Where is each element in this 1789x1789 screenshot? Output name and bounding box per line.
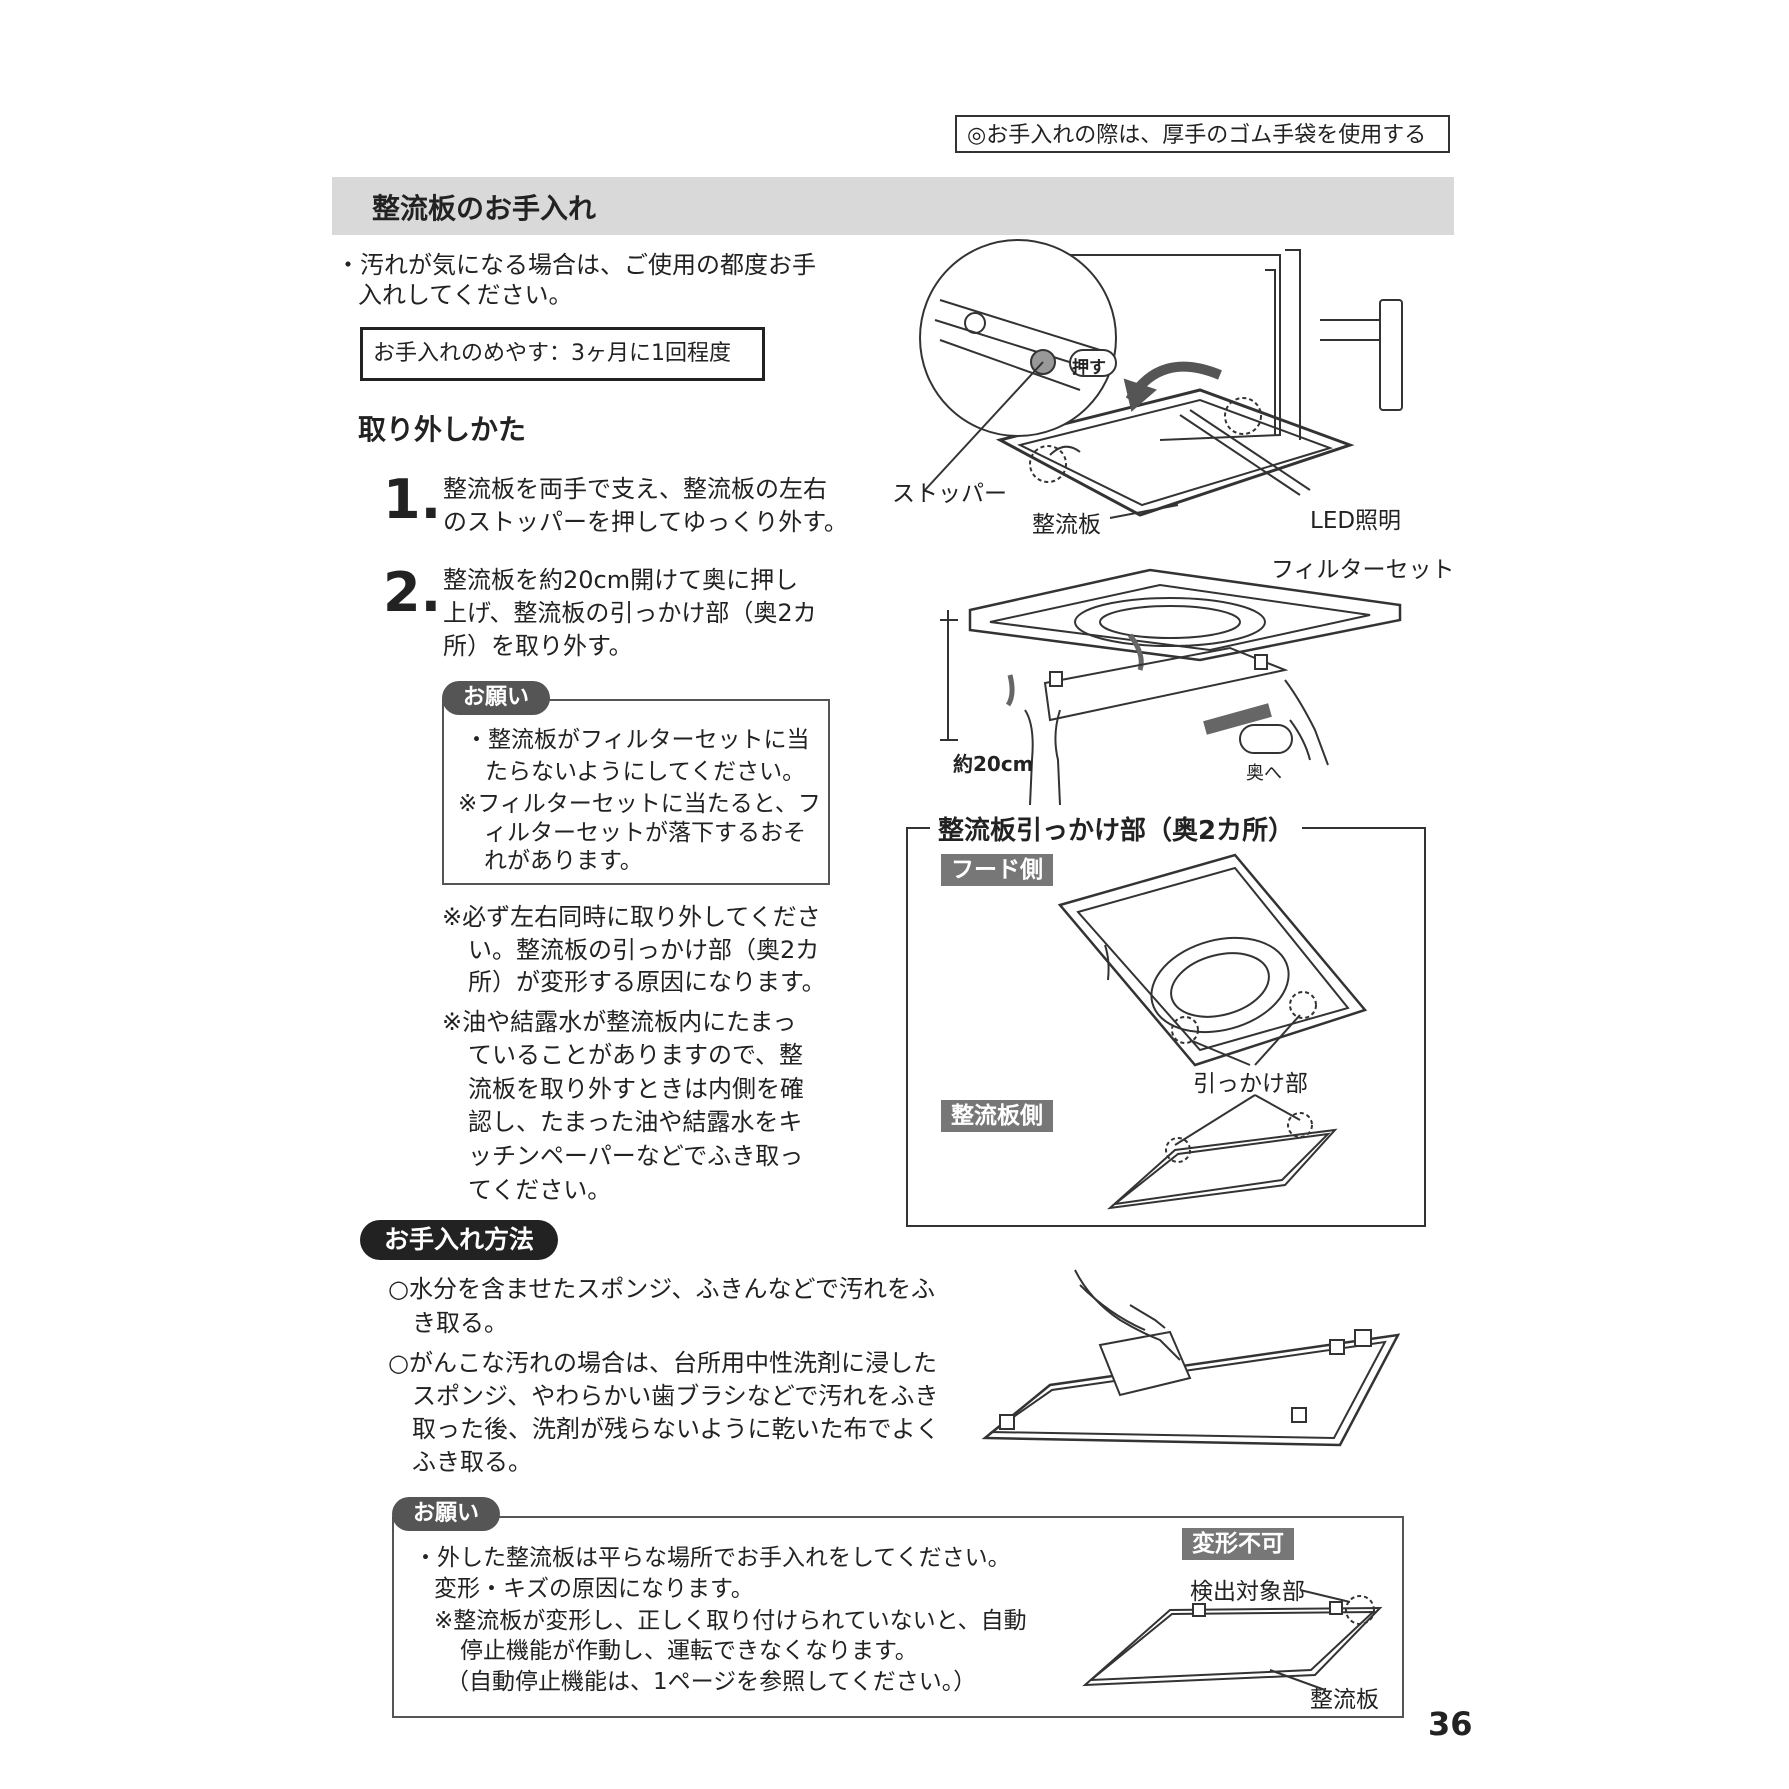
section-header-bar xyxy=(332,177,1454,235)
detect-part-label: 検出対象部 xyxy=(1190,1579,1305,1605)
page-number: 36 xyxy=(1428,1705,1473,1743)
hood-side-label: フード側 xyxy=(941,854,1053,886)
step2-line-3: 所）を取り外す。 xyxy=(443,632,633,660)
figure-no-deform xyxy=(1082,1589,1383,1691)
figure-wiping xyxy=(981,1269,1401,1447)
request-box-2 xyxy=(392,1516,1404,1718)
note-b-line-4: 認し、たまった油や結露水をキ xyxy=(468,1108,803,1136)
care-line-4: スポンジ、やわらかい歯ブラシなどで汚れをふき xyxy=(412,1382,939,1410)
stopper-label: ストッパー xyxy=(892,481,1007,507)
request1-line-1: ・整流板がフィルターセットに当 xyxy=(465,727,810,753)
note-a-line-1: ※必ず左右同時に取り外してくださ xyxy=(442,903,821,931)
request2-line-2: 変形・キズの原因になります。 xyxy=(434,1576,754,1602)
request-badge-1: お願い xyxy=(442,681,550,715)
request1-line-5: れがあります。 xyxy=(484,848,643,874)
no-deform-label: 変形不可 xyxy=(1182,1528,1294,1560)
step1-line-2: のストッパーを押してゆっくり外す。 xyxy=(443,508,848,536)
figure-hood-side xyxy=(1057,853,1368,1067)
glove-note: ◎お手入れの際は、厚手のゴム手袋を使用する xyxy=(955,115,1450,153)
request1-line-3: ※フィルターセットに当たると、フ xyxy=(458,791,821,817)
care-line-5: 取った後、洗剤が残らないように乾いた布でよく xyxy=(412,1415,940,1443)
filter-set-label: フィルターセット xyxy=(1271,557,1455,583)
care-line-1: ○水分を含ませたスポンジ、ふきんなどで汚れをふ xyxy=(388,1275,936,1303)
request2-line-3: ※整流板が変形し、正しく取り付けられていないと、自動 xyxy=(434,1608,1027,1634)
care-line-3: ○がんこな汚れの場合は、台所用中性洗剤に浸した xyxy=(388,1349,937,1377)
care-line-2: き取る。 xyxy=(412,1309,508,1337)
request2-line-5: （自動停止機能は、1ページを参照してください。） xyxy=(446,1669,977,1695)
figure-plate-open xyxy=(940,568,1402,806)
figure-stopper-removal xyxy=(919,239,1403,519)
request-badge-2: お願い xyxy=(392,1497,500,1531)
note-b-line-1: ※油や結露水が整流板内にたまっ xyxy=(442,1008,797,1036)
removal-heading: 取り外しかた xyxy=(358,413,527,446)
step-number-1: 1. xyxy=(383,468,442,531)
intro-line-1: ・汚れが気になる場合は、ご使用の都度お手 xyxy=(336,251,816,279)
request2-line-4: 停止機能が作動し、運転できなくなります。 xyxy=(460,1638,918,1664)
note-b-line-5: ッチンペーパーなどでふき取っ xyxy=(468,1142,804,1170)
care-frequency-box: お手入れのめやす：3ヶ月に1回程度 xyxy=(360,327,765,381)
request2-line-1: ・外した整流板は平らな場所でお手入れをしてください。 xyxy=(414,1545,1011,1571)
plate-label-2: 整流板 xyxy=(1310,1687,1379,1713)
request-box-1 xyxy=(442,699,830,885)
distance-label: 約20cm xyxy=(953,752,1034,776)
request1-line-2: たらないようにしてください。 xyxy=(485,759,806,785)
hook-part-label: 引っかけ部 xyxy=(1193,1071,1308,1097)
plate-side-label: 整流板側 xyxy=(941,1100,1053,1132)
step-number-2: 2. xyxy=(383,561,442,624)
figure-plate-side xyxy=(1106,1094,1338,1210)
back-label: 奥へ xyxy=(1246,763,1282,784)
care-line-6: ふき取る。 xyxy=(412,1448,532,1476)
push-label: 押す xyxy=(1072,358,1106,378)
led-label: LED照明 xyxy=(1310,508,1402,534)
note-a-line-3: 所）が変形する原因になります。 xyxy=(468,968,826,996)
step2-line-2: 上げ、整流板の引っかけ部（奥2カ xyxy=(443,599,817,627)
section-title: 整流板のお手入れ xyxy=(372,192,597,225)
step2-line-1: 整流板を約20cm開けて奥に押し xyxy=(443,566,799,594)
step1-line-1: 整流板を両手で支え、整流板の左右 xyxy=(443,475,827,503)
request1-line-4: ィルターセットが落下するおそ xyxy=(484,820,806,846)
note-b-line-2: ていることがありますので、整 xyxy=(468,1041,804,1069)
plate-label-1: 整流板 xyxy=(1032,512,1101,538)
note-a-line-2: い。整流板の引っかけ部（奥2カ xyxy=(468,936,820,964)
note-b-line-6: てください。 xyxy=(468,1176,612,1204)
intro-line-2: 入れしてください。 xyxy=(358,281,573,309)
note-b-line-3: 流板を取り外すときは内側を確 xyxy=(468,1075,804,1103)
care-method-badge: お手入れ方法 xyxy=(360,1220,558,1260)
hook-figure-title: 整流板引っかけ部（奥2カ所） xyxy=(930,810,1303,847)
